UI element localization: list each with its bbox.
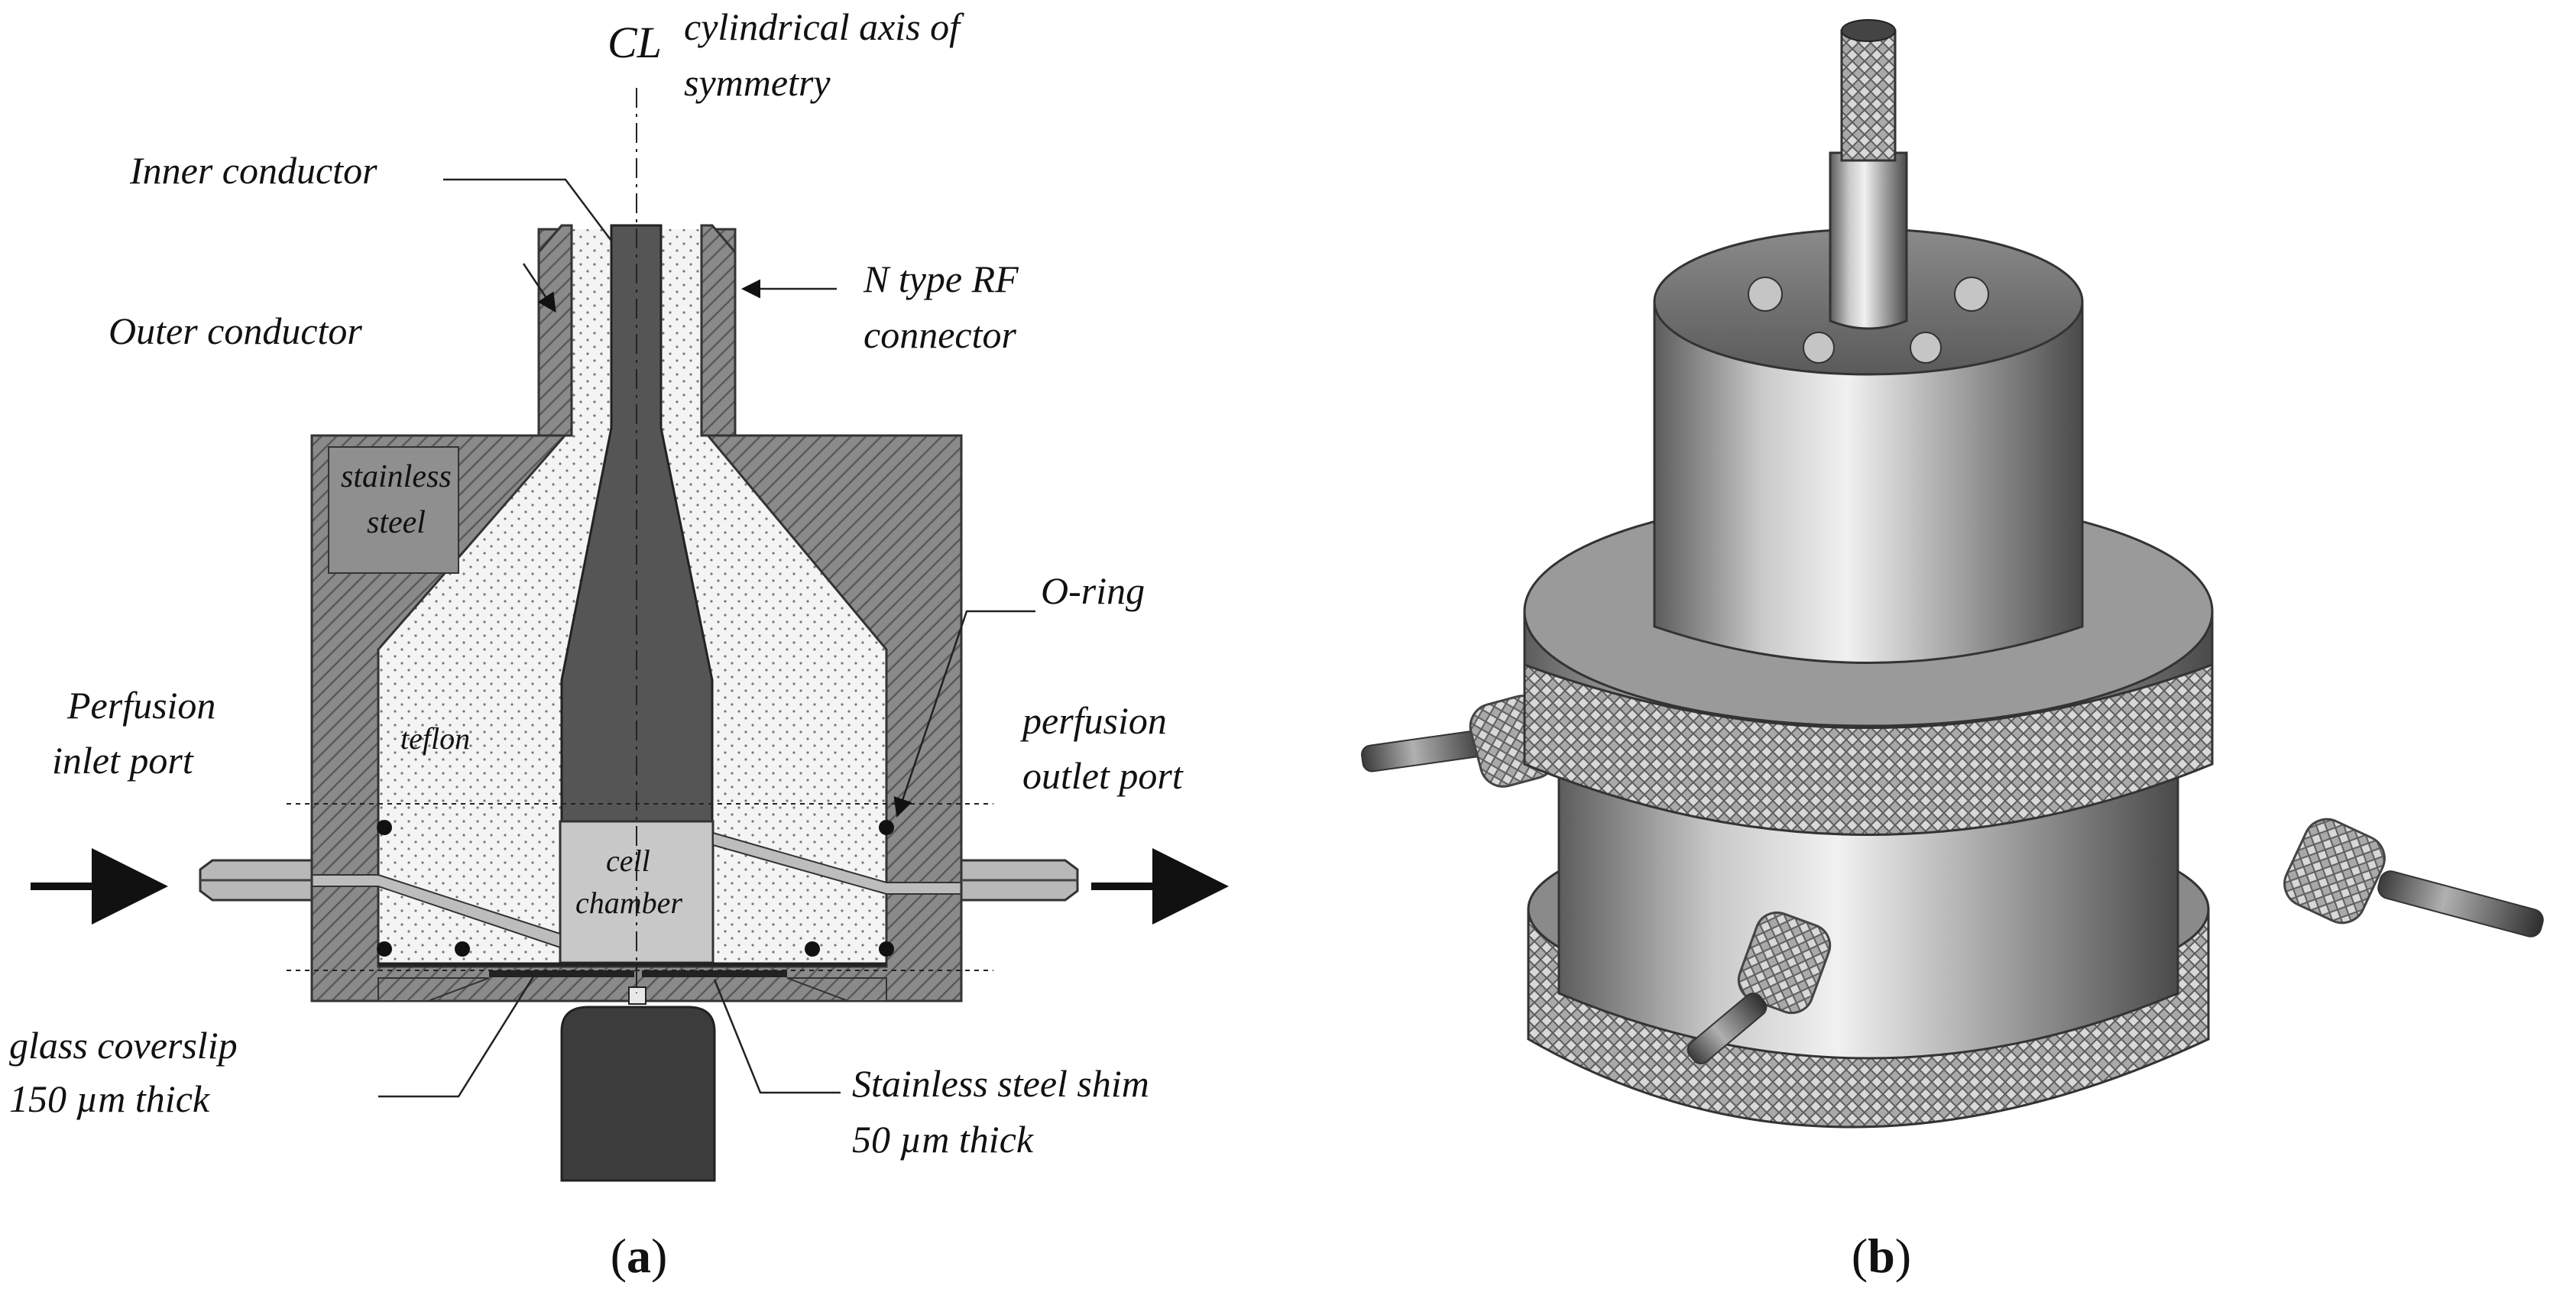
teflon-label: teflon (400, 721, 470, 756)
stainless-label-line2: steel (367, 505, 426, 540)
leader-outer-conductor (522, 263, 556, 313)
axis-label-line2: symmetry (684, 61, 831, 104)
screw (1803, 332, 1835, 364)
leader-oring (893, 610, 1035, 818)
coverslip-label-line2: 150 µm thick (9, 1077, 210, 1120)
chamber-label-line2: chamber (575, 886, 682, 920)
panel-b-caption: (b) (1852, 1229, 1911, 1283)
coverslip-label-line1: glass coverslip (9, 1024, 238, 1067)
connector-collar (537, 224, 573, 437)
axis-label-line1: cylindrical axis of (684, 5, 964, 48)
middle-body (1557, 755, 2179, 1060)
lower-chamfer-left (377, 977, 490, 1002)
outlet-label-line2: outlet port (1022, 754, 1184, 797)
inlet-label-line1: Perfusion (66, 684, 215, 727)
panel-a-schematic: CL cylindrical axis of symmetry Inner co… (9, 5, 1229, 1283)
stainless-shim (489, 970, 634, 977)
stainless-label-line1: stainless (341, 459, 452, 494)
chamber-label-line1: cell (606, 844, 650, 878)
panel-a-caption: (a) (611, 1229, 668, 1283)
oring-dot (879, 941, 894, 957)
connector-label-line2: connector (864, 313, 1016, 356)
n-connector-body (1829, 151, 1908, 330)
outer-conductor-label: Outer conductor (109, 309, 362, 352)
connector-collar-right (700, 224, 737, 437)
right-knurled-nut (2283, 818, 2386, 925)
microscope-objective (560, 1006, 716, 1182)
oring-label: O-ring (1041, 569, 1145, 612)
front-pin (1687, 993, 1768, 1064)
stainless-label-block (328, 446, 459, 574)
screw (1748, 277, 1783, 312)
right-pin (2377, 870, 2544, 938)
leader-shim (713, 979, 841, 1094)
outlet-label-line1: perfusion (1020, 699, 1167, 742)
objective-lens (628, 986, 646, 1005)
panel-b-device-photo: (b) (1361, 19, 2544, 1283)
oring-dot (377, 820, 392, 835)
n-connector-thread (1840, 29, 1897, 162)
inner-conductor-label: Inner conductor (129, 149, 377, 192)
shim-label-line2: 50 µm thick (852, 1118, 1034, 1161)
shim-label-line1: Stainless steel shim (852, 1062, 1149, 1105)
oring-dot (879, 820, 894, 835)
oring-dot (455, 941, 470, 957)
upper-cylinder (1653, 300, 2084, 664)
front-knurled-nut (1737, 911, 1832, 1015)
leader-inner-conductor (443, 178, 612, 241)
screw (1910, 332, 1942, 364)
centerline-symbol: CL (608, 18, 662, 67)
oring-dot (377, 941, 392, 957)
stainless-shim (642, 970, 787, 977)
lower-chamfer-right (786, 977, 887, 1002)
screw (1954, 277, 1989, 312)
inlet-label-line2: inlet port (52, 739, 194, 782)
oring-dot (805, 941, 820, 957)
connector-label-line1: N type RF (863, 257, 1019, 300)
leader-coverslip (378, 973, 536, 1098)
n-connector-top (1841, 19, 1896, 42)
